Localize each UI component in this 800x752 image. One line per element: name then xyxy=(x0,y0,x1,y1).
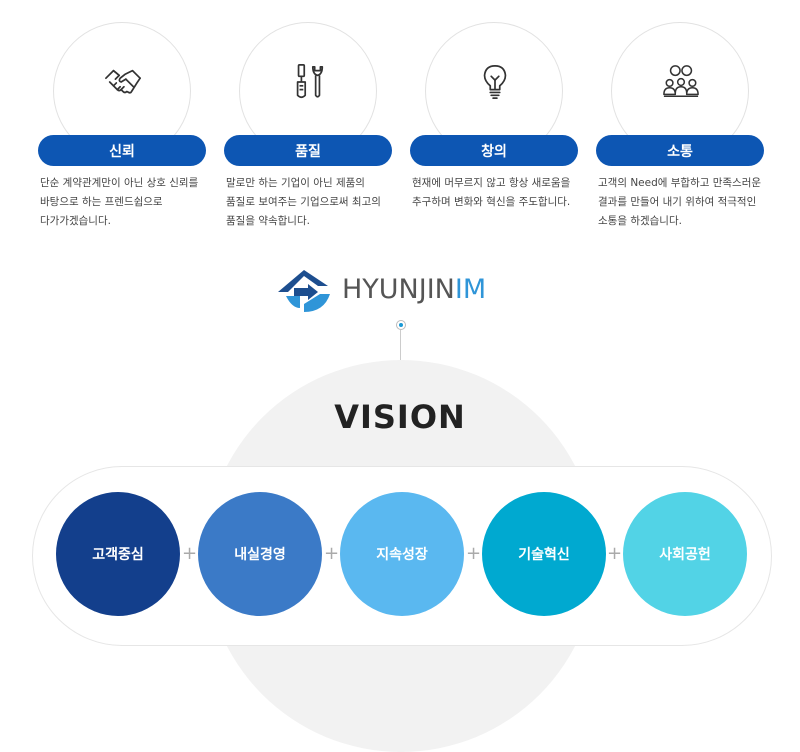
value-description: 현재에 머무르지 않고 항상 새로움을 추구하며 변화와 혁신을 주도합니다. xyxy=(412,177,571,208)
pillar-customer-focus: 고객중심 xyxy=(56,492,180,616)
value-title: 신뢰 xyxy=(38,135,206,166)
connector-dot xyxy=(396,320,406,330)
connector-line xyxy=(400,330,401,370)
tools-icon xyxy=(290,63,328,101)
logo-wordmark: HYUNJINIM xyxy=(342,274,486,305)
value-description: 말로만 하는 기업이 아닌 제품의 품질로 보여주는 기업으로써 최고의 품질을… xyxy=(226,177,381,227)
value-title: 창의 xyxy=(410,135,578,166)
value-title: 품질 xyxy=(224,135,392,166)
value-title: 소통 xyxy=(596,135,764,166)
plus-separator: + xyxy=(466,543,482,564)
company-logo: HYUNJINIM xyxy=(276,266,516,316)
plus-separator: + xyxy=(324,543,340,564)
handshake-icon xyxy=(104,63,142,101)
pillar-sound-management: 내실경영 xyxy=(198,492,322,616)
logo-mark-icon xyxy=(278,270,330,312)
pillar-social-contribution: 사회공헌 xyxy=(623,492,747,616)
team-communication-icon xyxy=(662,63,700,101)
value-description: 고객의 Need에 부합하고 만족스러운 결과를 만들어 내기 위하여 적극적인… xyxy=(598,177,762,227)
logo-text-main: HYUNJIN xyxy=(342,274,455,305)
logo-text-accent: IM xyxy=(454,274,487,305)
vision-title: VISION xyxy=(334,398,466,436)
value-description: 단순 계약관계만이 아닌 상호 신뢰를 바탕으로 하는 프렌드쉽으로 다가가겠습… xyxy=(40,177,199,227)
lightbulb-icon xyxy=(476,63,514,101)
pillar-tech-innovation: 기술혁신 xyxy=(482,492,606,616)
plus-separator: + xyxy=(607,543,623,564)
pillar-sustainable-growth: 지속성장 xyxy=(340,492,464,616)
plus-separator: + xyxy=(182,543,198,564)
